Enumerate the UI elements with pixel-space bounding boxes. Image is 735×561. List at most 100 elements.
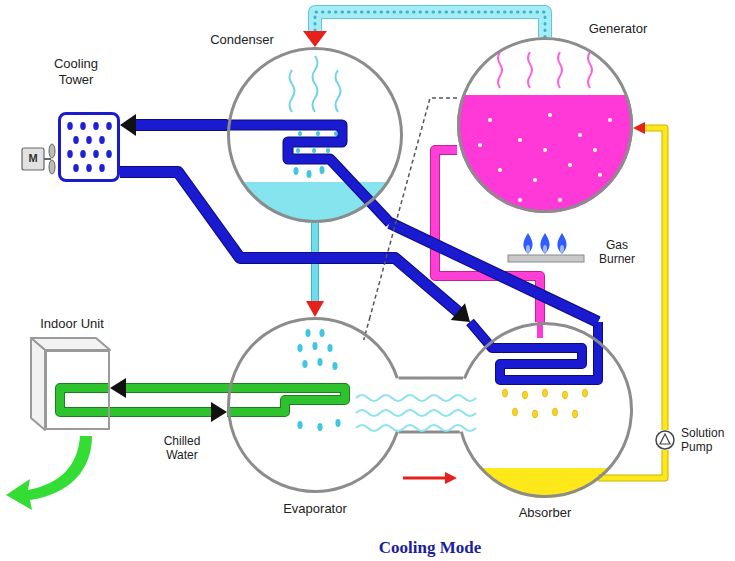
pipe-outline (110, 407, 218, 417)
bubble (568, 163, 572, 167)
drop (86, 164, 92, 172)
bubble (498, 168, 502, 172)
drop (73, 164, 79, 172)
gas-burner-symbol (508, 233, 584, 262)
pipe-outline (633, 450, 665, 478)
vessel-neck-wall (399, 378, 463, 432)
arrow-head (445, 472, 457, 484)
arrow-head (211, 402, 227, 422)
drop (542, 389, 547, 397)
drop (332, 362, 337, 370)
pipe-outline (120, 172, 463, 316)
drop (80, 150, 86, 158)
vapour-wave (356, 395, 476, 401)
drop (296, 148, 300, 153)
generator-ground (458, 38, 632, 212)
generator-vessel: Generator (457, 37, 633, 213)
vessel-wall (229, 49, 402, 222)
generator-bubbles (478, 113, 612, 202)
pipe (119, 384, 227, 392)
drop (512, 408, 517, 416)
pipe-label: Chilled Water (154, 434, 210, 463)
fan-blade (49, 160, 55, 174)
drop (316, 131, 320, 136)
bubble (578, 133, 582, 137)
vapour-wave (313, 56, 318, 112)
arrow-head (306, 301, 324, 317)
flame-core (560, 245, 564, 253)
drop (319, 329, 324, 337)
pump-casing (656, 431, 674, 449)
drop (327, 344, 332, 352)
flame (557, 233, 566, 254)
bubble (608, 118, 612, 122)
fan-motor-symbol (22, 144, 55, 174)
cooling-water-pipe (120, 172, 470, 322)
drop (93, 150, 99, 158)
bubble (593, 148, 597, 152)
arrow-head (451, 303, 470, 322)
drop (582, 389, 587, 397)
drop (99, 136, 105, 144)
drop (86, 136, 92, 144)
flame (540, 233, 549, 254)
pipe (640, 128, 665, 430)
pump-triangle (660, 434, 670, 444)
pipe-outline (129, 119, 227, 131)
burner-plate (508, 255, 584, 262)
pipe (120, 172, 463, 316)
drop (312, 148, 316, 153)
drop (298, 131, 302, 136)
pipe (110, 408, 218, 416)
drop (562, 391, 567, 399)
flame (523, 233, 532, 254)
pipe (633, 450, 665, 478)
condensate-drops (294, 131, 339, 178)
vapour-wave (290, 70, 295, 112)
vapour-wave (588, 52, 592, 88)
arrow-head (633, 122, 645, 134)
drop (502, 389, 507, 397)
drop (307, 170, 312, 178)
vapour-wave (356, 410, 476, 416)
cooling-tower-drops (67, 122, 112, 172)
caption: Cooling Mode (379, 538, 481, 558)
pipe (129, 120, 227, 130)
bubble (558, 198, 562, 202)
bubble (548, 113, 552, 117)
bubble (598, 173, 602, 177)
vessel-label: Evaporator (283, 501, 347, 517)
drop (326, 148, 330, 153)
pipe (390, 223, 598, 322)
indoor-unit: Indoor Unit (45, 350, 110, 430)
condenser-vessel-outline (227, 47, 403, 223)
drop (317, 358, 322, 366)
vessel-label: Solution Pump (681, 426, 731, 455)
pipe-outline (119, 383, 227, 393)
condenser-ground (228, 48, 402, 222)
bubble (533, 178, 537, 182)
flame-core (526, 245, 530, 253)
vessel-label: Condenser (210, 32, 274, 48)
bubble (488, 118, 492, 122)
vapour-flow-arrow (403, 472, 457, 484)
condenser-vapour (290, 56, 341, 112)
cooling-water-pipe (120, 114, 227, 136)
vapour-wave (558, 52, 562, 88)
drop (302, 360, 307, 368)
vessel-wall (459, 39, 632, 212)
evaporator-ground (228, 318, 402, 492)
drop (532, 410, 537, 418)
pipe (315, 12, 545, 38)
solution-pump: Solution Pump (655, 430, 675, 450)
drop (305, 329, 310, 337)
burner-label: Gas Burner (592, 238, 642, 267)
water-vapour-flow (356, 395, 476, 431)
vapour-dots (315, 12, 545, 38)
fan-shaft (44, 158, 51, 160)
generator-vapour (498, 52, 592, 88)
drop (312, 342, 317, 350)
cool-air-arrow (6, 436, 92, 510)
vapour-wave (498, 52, 502, 88)
